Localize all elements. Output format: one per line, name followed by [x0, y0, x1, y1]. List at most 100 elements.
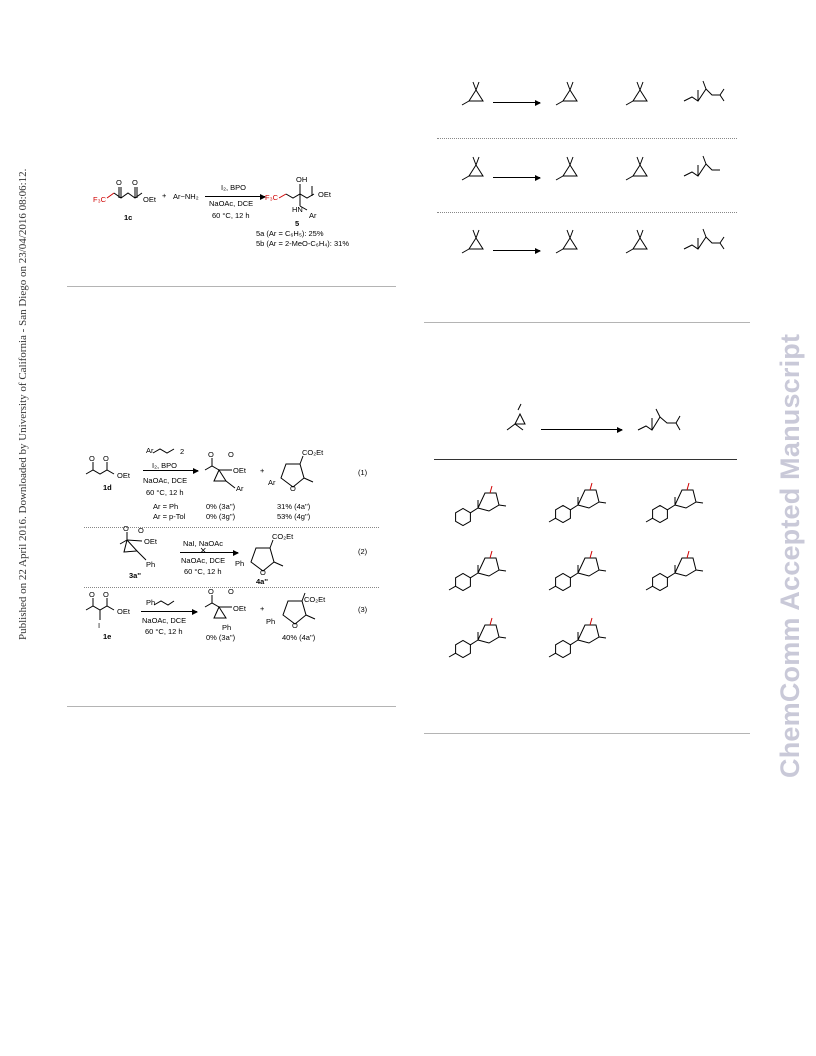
eq2-arrow	[180, 549, 239, 556]
eq3-reagent: Ph	[146, 598, 156, 607]
eq3-prod-o2: O	[228, 587, 234, 596]
scope-bottom-rule	[424, 733, 750, 734]
eq3-iodo: I	[98, 621, 101, 630]
eq1-prod-o1: O	[208, 450, 214, 459]
scope-header-rule	[434, 459, 737, 460]
mech-row-3	[461, 228, 725, 254]
mech-arrow-1	[493, 99, 541, 106]
eq2-divider	[84, 587, 379, 588]
eq3-o1: O	[89, 590, 95, 599]
scope-product-3	[645, 482, 704, 524]
eq3-label: 1e	[103, 632, 112, 641]
eq2-cond3: 60 °C, 12 h	[184, 567, 222, 576]
eq1-cond3: 60 °C, 12 h	[146, 488, 184, 497]
eq1-co2et: CO₂Et	[302, 448, 324, 457]
eq1-divider	[84, 527, 379, 528]
scope-product-4	[448, 550, 507, 592]
eq3-plus: +	[260, 604, 265, 613]
eq2-cross-mark: ×	[200, 545, 207, 557]
scope-product-6	[645, 550, 704, 592]
eq1-furan-ar: Ar	[268, 478, 276, 487]
carbonyl-o-1: O	[116, 178, 122, 187]
eq2-co2et: CO₂Et	[272, 532, 294, 541]
scheme2-bottom-rule	[67, 706, 396, 707]
product-oet: OEt	[318, 190, 331, 199]
eq2-number: (2)	[358, 547, 368, 556]
mech-arrow-2	[493, 174, 541, 181]
eq3-ph2: Ph	[266, 617, 276, 626]
f3c-label: F₃C	[93, 195, 107, 204]
eq1-cond1: I₂, BPO	[152, 461, 178, 470]
eq1-row1-y2: 31% (4a'')	[277, 502, 311, 511]
product-oh: OH	[296, 175, 308, 184]
reagent-top: I₂, BPO	[221, 183, 247, 192]
product-f3c: F₃C	[265, 193, 279, 202]
eq3-number: (3)	[358, 605, 368, 614]
mech-arrow-3	[493, 247, 541, 254]
eq1-o1: O	[89, 454, 95, 463]
eq1-cond2: NaOAc, DCE	[143, 476, 188, 485]
eq2-ph2: Ph	[235, 559, 245, 568]
eq2-o2: O	[138, 526, 144, 535]
eq1-substrate-label: 1d	[103, 483, 112, 492]
substrate-label: 1c	[124, 213, 133, 222]
eq2-oet: OEt	[144, 537, 157, 546]
reagent-bot: 60 °C, 12 h	[212, 211, 250, 220]
mechanism-bottom-rule	[424, 322, 750, 323]
eq3-ph: Ph	[222, 623, 232, 632]
product-label: 5	[295, 219, 300, 228]
eq1-reagent-ar: Ar	[146, 446, 154, 455]
yield-5a: 5a (Ar = C₆H₅): 25%	[256, 229, 324, 238]
eq2-cond1: NaI, NaOAc	[183, 539, 224, 548]
mech-row-2	[461, 155, 720, 181]
plus-sign: +	[162, 191, 167, 200]
eq1-plus: +	[260, 466, 265, 475]
scheme1-bottom-rule	[67, 286, 396, 287]
eq1-row2-y1: 0% (3g'')	[206, 512, 236, 521]
eq3-oet: OEt	[117, 607, 130, 616]
eq1-prod-oet: OEt	[233, 466, 246, 475]
scope-product-8	[548, 617, 607, 659]
reagent-mid: NaOAc, DCE	[209, 199, 254, 208]
yield-5b: 5b (Ar = 2-MeO-C₆H₄): 31%	[256, 239, 349, 248]
eq1-prod-o2: O	[228, 450, 234, 459]
eq1-arrow	[143, 467, 199, 474]
eq3-o: O	[292, 621, 298, 630]
eq3-cond2: 60 °C, 12 h	[145, 627, 183, 636]
eq3-prod-o1: O	[208, 587, 214, 596]
scope-product-5	[548, 550, 607, 592]
eq1-o2: O	[103, 454, 109, 463]
scope-product-7	[448, 617, 507, 659]
reaction-arrow	[205, 193, 266, 200]
eq2-label: 3a''	[129, 571, 141, 580]
eq1-row1-y1: 0% (3a'')	[206, 502, 236, 511]
eq3-cond1: NaOAc, DCE	[142, 616, 187, 625]
eq2-o3: O	[260, 568, 266, 577]
eq2-cond2: NaOAc, DCE	[181, 556, 226, 565]
eq1-furan-o: O	[290, 484, 296, 493]
mech-divider-2	[437, 212, 737, 213]
eq1-prod-ar: Ar	[236, 484, 244, 493]
eq3-o2: O	[103, 590, 109, 599]
mech-row-1	[461, 80, 725, 106]
eq1-number: (1)	[358, 468, 368, 477]
eq1-row1-ar: Ar = Ph	[153, 502, 179, 511]
eq3-y2: 40% (4a'')	[282, 633, 316, 642]
eq3-y1: 0% (3a'')	[206, 633, 236, 642]
carbonyl-o-2: O	[132, 178, 138, 187]
eq3-prod-oet: OEt	[233, 604, 246, 613]
eq1-row2-ar: Ar = p-Tol	[153, 512, 186, 521]
eq3-co2et: CO₂Et	[304, 595, 326, 604]
eq1-reagent-num: 2	[180, 447, 185, 456]
oet-label: OEt	[143, 195, 156, 204]
eq1-row2-y2: 53% (4g'')	[277, 512, 311, 521]
mech-divider-1	[437, 138, 737, 139]
eq3-arrow	[141, 608, 198, 615]
amine-label: Ar−NH₂	[173, 192, 199, 201]
scope-header-arrow	[541, 426, 623, 433]
eq2-o: O	[123, 524, 129, 533]
